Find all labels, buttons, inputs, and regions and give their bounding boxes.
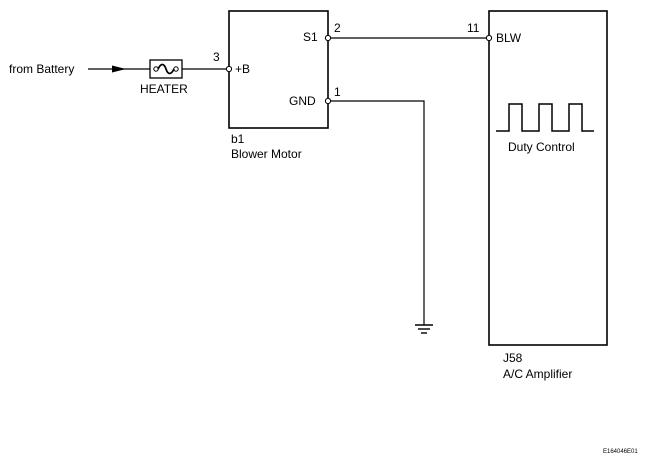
pin-plus-b-number: 3 [213, 50, 220, 64]
fuse-terminal [173, 66, 179, 72]
arrow-icon [112, 65, 126, 73]
gnd-wire [331, 100, 425, 325]
amplifier-name: A/C Amplifier [503, 367, 572, 381]
pin-s1-number: 2 [334, 21, 341, 35]
blower-motor: 3 +B S1 2 GND 1 b1 Blower Motor [213, 10, 341, 161]
pin-gnd-label: GND [289, 94, 316, 108]
pin-s1-terminal [324, 34, 332, 42]
pin-blw-number: 11 [467, 21, 480, 35]
fuse-heater: HEATER [126, 59, 227, 96]
from-battery-label: from Battery [9, 62, 74, 76]
fuse-terminal [153, 66, 159, 72]
duty-control-label: Duty Control [508, 140, 575, 154]
pin-blw-terminal [485, 34, 493, 42]
fuse-label: HEATER [140, 82, 188, 96]
amplifier-id: J58 [503, 351, 523, 365]
ac-amplifier-box [488, 10, 608, 346]
pin-plus-b-label: +B [235, 62, 250, 76]
blower-motor-name: Blower Motor [231, 147, 302, 161]
pin-plus-b-terminal [225, 65, 233, 73]
pin-gnd-terminal [324, 97, 332, 105]
pin-s1-label: S1 [303, 30, 318, 44]
figure-code: E164046E01 [603, 449, 638, 455]
ac-amplifier: 11 BLW Duty Control J58 A/C Amplifier [467, 10, 608, 381]
fuse-element-icon [157, 63, 175, 75]
pin-gnd-number: 1 [334, 85, 341, 99]
battery-source: from Battery [9, 62, 126, 76]
pulse-waveform-icon [496, 103, 594, 132]
blower-motor-id: b1 [231, 132, 245, 146]
pin-blw-label: BLW [496, 31, 522, 45]
ground-icon [415, 324, 433, 334]
